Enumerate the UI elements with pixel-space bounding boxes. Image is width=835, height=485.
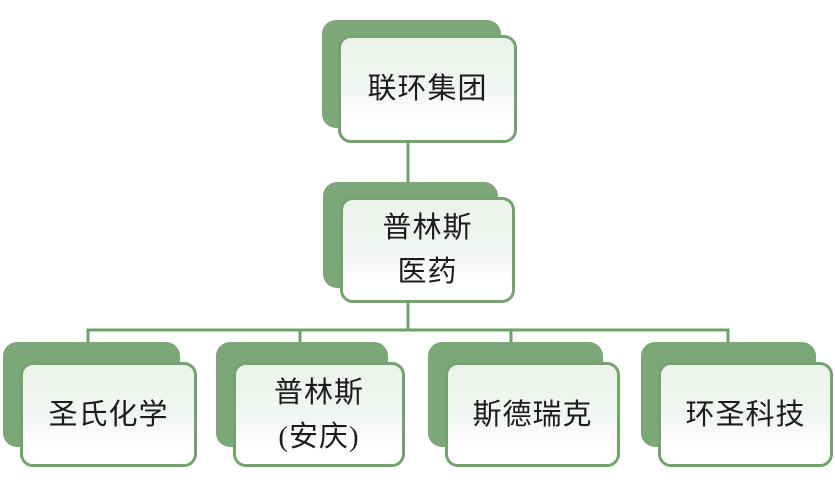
org-node-child-2-label-line1: 普林斯 [273,376,364,409]
org-node-child-3-label: 斯德瑞克 [472,398,593,431]
node-box: 斯德瑞克 [445,362,620,467]
org-node-child-2-label-line2: (安庆) [278,420,360,453]
node-box: 联环集团 [338,35,517,143]
org-node-parent-label-line2: 医药 [397,256,458,288]
node-box: 圣氏化学 [20,362,197,467]
node-box: 普林斯 (安庆) [233,362,405,467]
node-box: 普林斯 医药 [340,197,515,303]
org-node-root-label: 联环集团 [367,73,488,105]
node-box: 环圣科技 [658,362,833,467]
org-node-child-1-label: 圣氏化学 [48,398,169,431]
org-node-parent-label-line1: 普林斯 [382,212,473,244]
connector-bus [86,328,730,346]
org-node-child-4-label: 环圣科技 [685,398,806,431]
